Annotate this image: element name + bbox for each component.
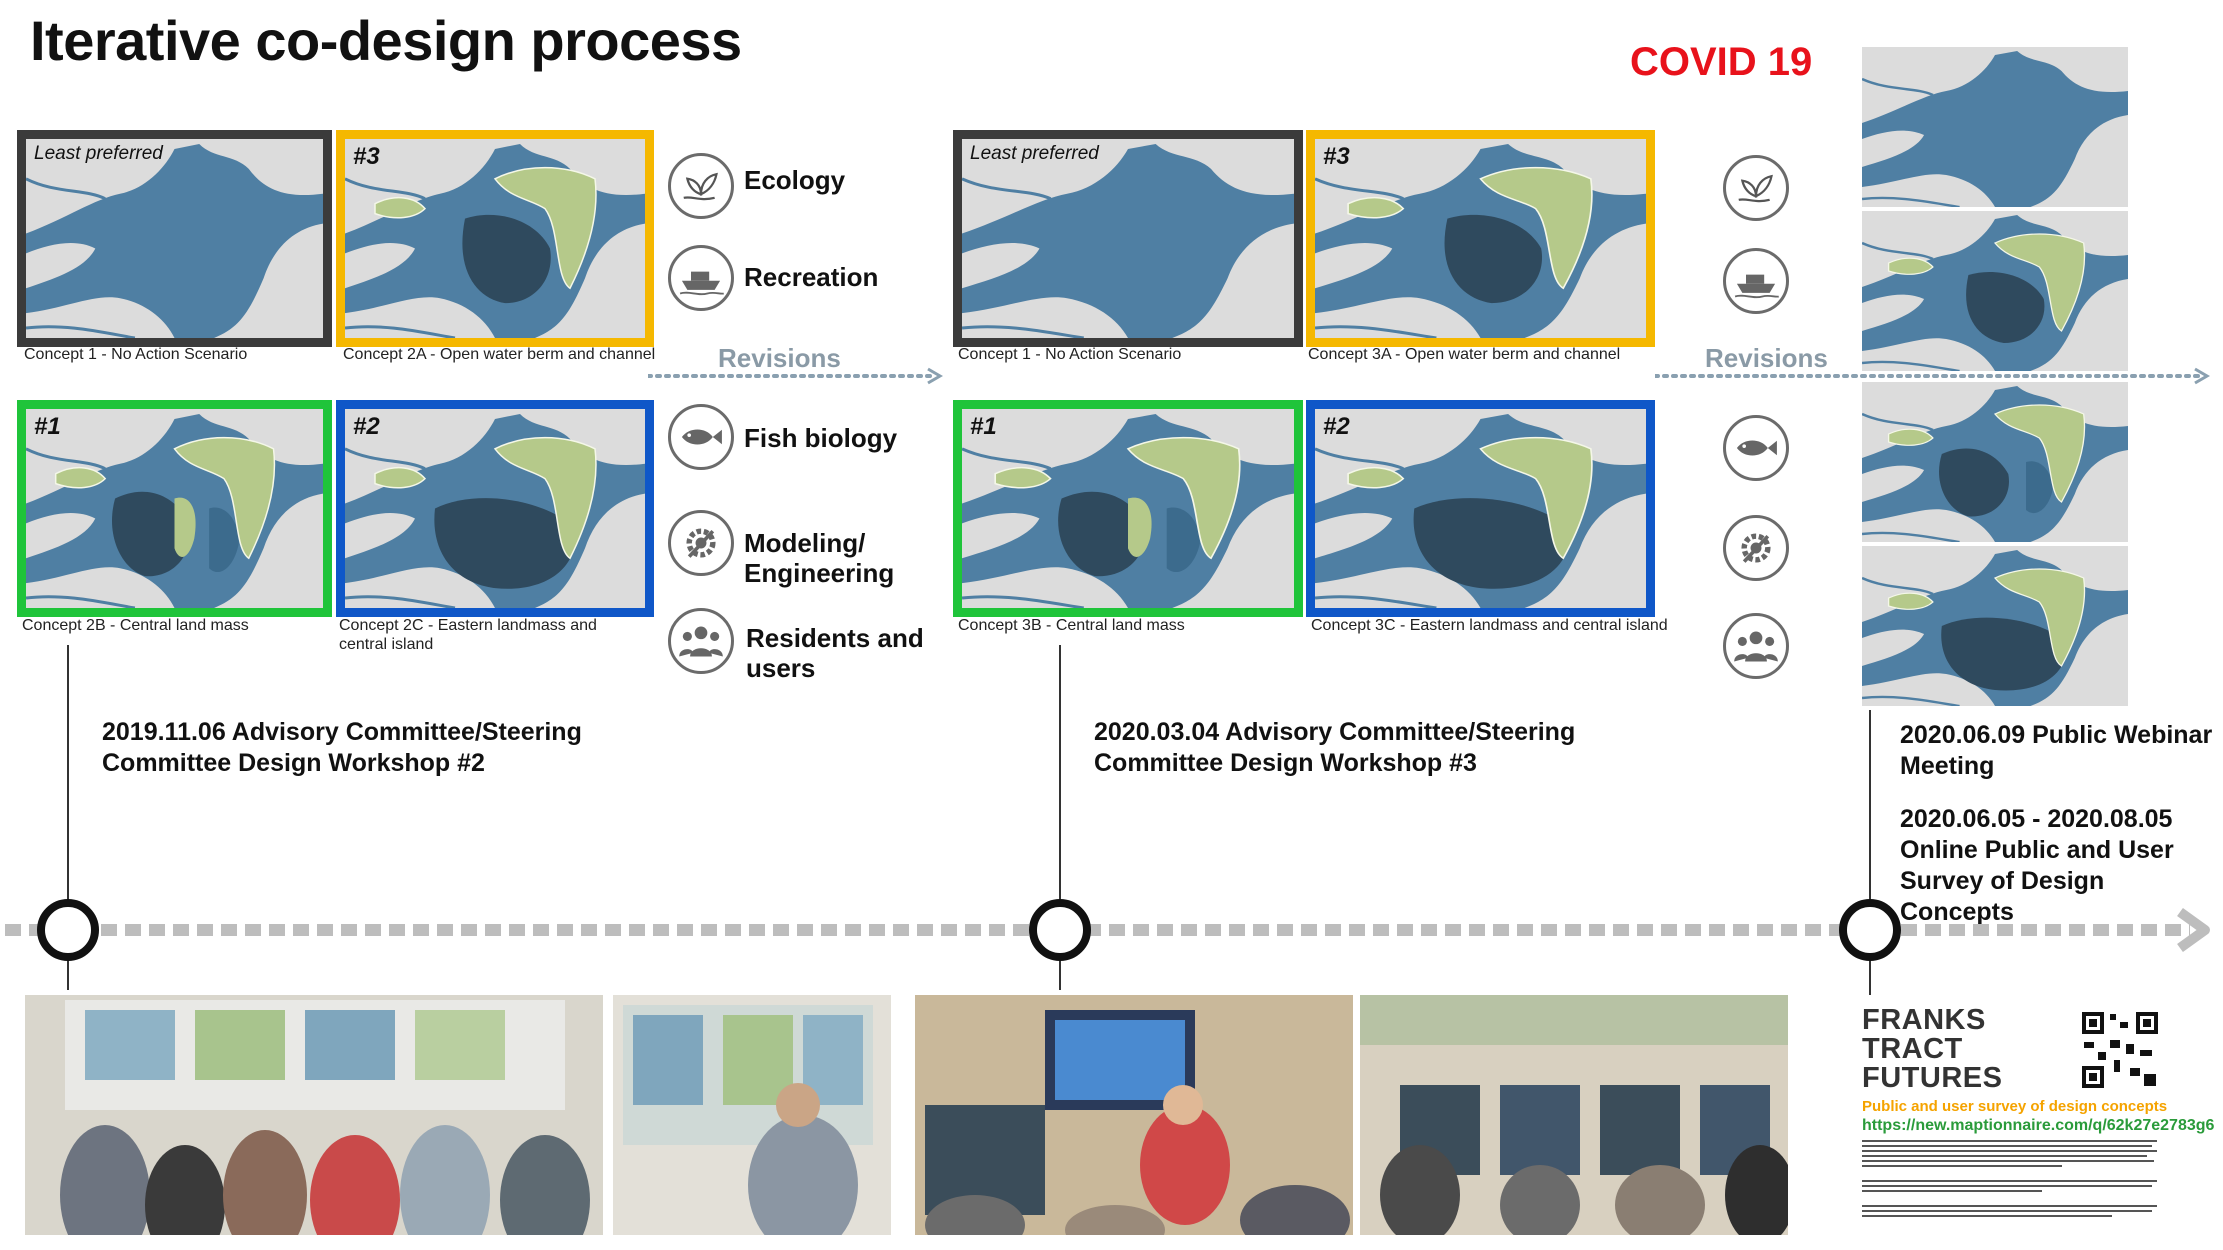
revisions-label: Revisions — [1705, 343, 1828, 373]
gear-wrench-icon — [1723, 515, 1789, 581]
flyer-fine-print — [1862, 1140, 2157, 1217]
workshop-photo — [1360, 995, 1788, 1235]
criterion-label: Residents and users — [746, 623, 924, 683]
concept-tag: #1 — [970, 413, 997, 440]
recreation-boat-icon — [668, 245, 734, 311]
concept-caption: Concept 3C - Eastern landmass and centra… — [1311, 617, 1668, 634]
concept-tag: #2 — [1323, 413, 1350, 440]
event-public-webinar: 2020.06.09 Public Webinar Meeting — [1900, 721, 2213, 780]
concept-tag: #2 — [353, 413, 380, 440]
gear-wrench-icon — [668, 510, 734, 576]
criterion-label: Ecology — [744, 165, 846, 195]
concept-caption: Concept 1 - No Action Scenario — [24, 346, 248, 363]
final-concept-map — [1862, 546, 2128, 706]
concept-tag: #3 — [1323, 143, 1350, 170]
fish-icon — [1723, 415, 1789, 481]
concept-map-round2-least: Least preferred — [953, 130, 1303, 347]
criterion-label: Recreation — [744, 262, 879, 292]
concept-map-round2-rank3: #3 — [1306, 130, 1655, 347]
franks-tract-futures-logo: FRANKS TRACT FUTURES — [1862, 1006, 2002, 1093]
people-icon — [668, 608, 734, 674]
concept-caption: Concept 2B - Central land mass — [22, 617, 249, 634]
concept-caption: Concept 2C - Eastern landmass and centra… — [339, 617, 597, 653]
criterion-label: Fish biology — [744, 423, 898, 453]
workshop-photo — [915, 995, 1353, 1235]
revisions-arrow — [1655, 367, 2210, 385]
concept-caption: Concept 3A - Open water berm and channel — [1308, 346, 1621, 363]
revisions-arrow — [648, 367, 943, 385]
event-workshop-2: 2019.11.06 Advisory Committee/Steering C… — [102, 718, 582, 777]
final-concept-map — [1862, 382, 2128, 542]
page-title: Iterative co-design process — [30, 9, 742, 72]
concept-tag: Least preferred — [34, 143, 163, 164]
logo-line: FRANKS — [1862, 1004, 1986, 1036]
survey-url-link[interactable]: https://new.maptionnaire.com/q/62k27e278… — [1862, 1117, 2215, 1134]
logo-line: TRACT — [1862, 1033, 1963, 1065]
concept-tag: #3 — [353, 143, 380, 170]
survey-title: Public and user survey of design concept… — [1862, 1098, 2168, 1115]
recreation-boat-icon — [1723, 248, 1789, 314]
fish-icon — [668, 404, 734, 470]
concept-map-round1-rank2: #2 — [336, 400, 654, 617]
concept-caption: Concept 1 - No Action Scenario — [958, 346, 1182, 363]
criterion-label: Modeling/ Engineering — [744, 528, 895, 588]
event-workshop-3: 2020.03.04 Advisory Committee/Steering C… — [1094, 718, 1576, 777]
final-concept-map — [1862, 211, 2128, 371]
logo-line: FUTURES — [1862, 1062, 2003, 1094]
timeline — [5, 645, 2210, 995]
covid-label: COVID 19 — [1630, 40, 1813, 84]
concept-map-round1-rank1: #1 — [17, 400, 332, 617]
concept-caption: Concept 2A - Open water berm and channel — [343, 346, 656, 363]
ecology-icon — [1723, 155, 1789, 221]
workshop-photo — [613, 995, 891, 1235]
concept-map-round2-rank1: #1 — [953, 400, 1303, 617]
concept-tag: #1 — [34, 413, 61, 440]
event-online-survey: 2020.06.05 - 2020.08.05 Online Public an… — [1900, 805, 2174, 926]
final-concept-map — [1862, 47, 2128, 207]
ecology-icon — [668, 153, 734, 219]
qr-code-icon — [2080, 1010, 2160, 1090]
concept-tag: Least preferred — [970, 143, 1099, 164]
people-icon — [1723, 613, 1789, 679]
concept-map-round2-rank2: #2 — [1306, 400, 1655, 617]
revisions-label: Revisions — [718, 343, 841, 373]
workshop-photo — [25, 995, 603, 1235]
concept-map-round1-least: Least preferred — [17, 130, 332, 347]
concept-caption: Concept 3B - Central land mass — [958, 617, 1185, 634]
concept-map-round1-rank3: #3 — [336, 130, 654, 347]
